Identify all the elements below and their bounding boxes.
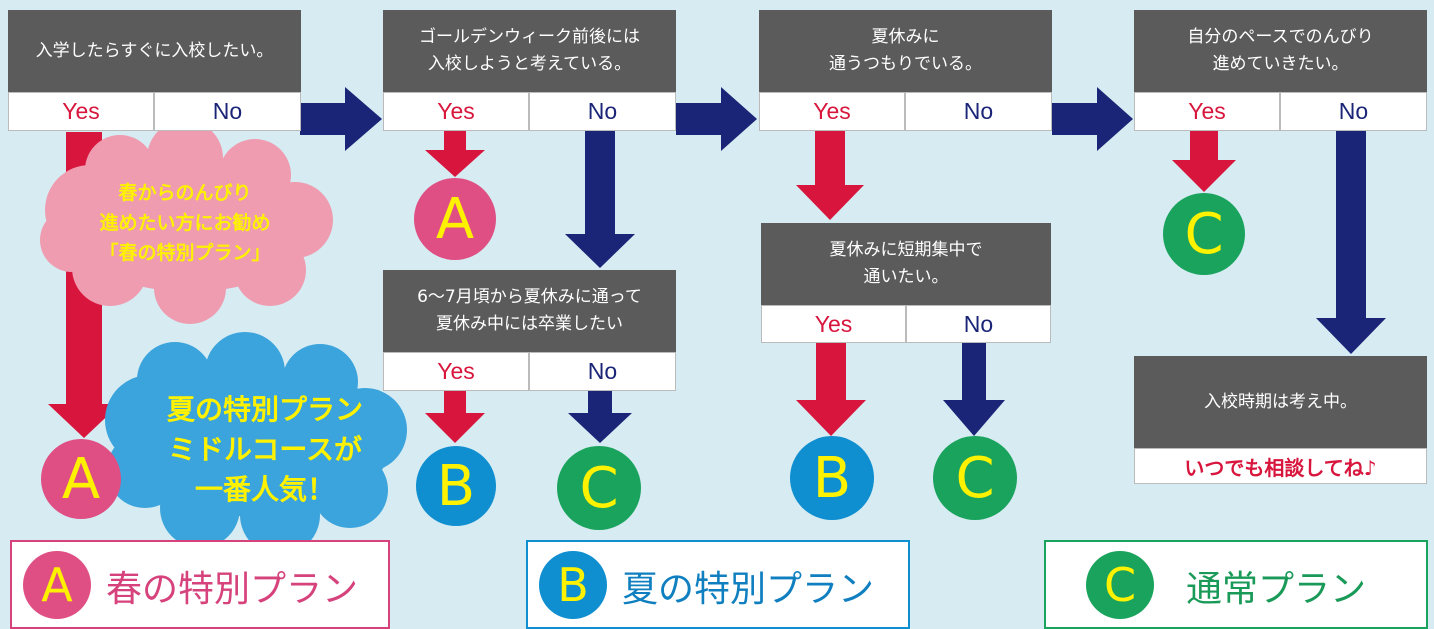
legend-b-circle: B	[539, 551, 607, 619]
arrow-right-2	[676, 87, 757, 151]
question-text: 入校時期は考え中。	[1204, 391, 1357, 412]
spring-cloud-line2: 進めたい方にお勧め	[99, 212, 271, 234]
question-own-pace: 自分のペースでのんびり 進めていきたい。	[1134, 10, 1427, 92]
consult-anytime-note: いつでも相談してね♪	[1134, 448, 1427, 484]
legend-b-label: 夏の特別プラン	[622, 569, 875, 610]
result-plan-c-q6[interactable]: C	[933, 436, 1017, 520]
legend-a-label: 春の特別プラン	[106, 569, 359, 610]
arrow-q3-yes	[796, 130, 864, 220]
question-undecided: 入校時期は考え中。	[1134, 356, 1427, 448]
legend-plan-b: B 夏の特別プラン	[526, 540, 910, 629]
arrow-q2-no	[565, 130, 635, 268]
q2-no-option[interactable]: No	[529, 92, 676, 131]
arrow-q6-no	[943, 342, 1005, 436]
question-text-line2: 通うつもりでいる。	[829, 54, 982, 74]
result-plan-c-q4[interactable]: C	[1163, 193, 1245, 275]
result-plan-a-q1[interactable]: A	[41, 439, 121, 519]
arrow-right-1	[300, 87, 382, 151]
summer-cloud-line2: ミドルコースが	[167, 433, 363, 466]
q6-yes-option[interactable]: Yes	[761, 305, 906, 343]
legend-c-circle: C	[1086, 551, 1154, 619]
question-text-line2: 夏休み中には卒業したい	[436, 314, 623, 334]
summer-popular-text: 夏の特別プラン ミドルコースが 一番人気！	[140, 390, 390, 510]
arrow-right-3	[1052, 87, 1133, 151]
legend-a-circle: A	[23, 551, 91, 619]
summer-cloud-line1: 夏の特別プラン	[166, 393, 363, 426]
summer-cloud	[105, 332, 407, 555]
question-text: 入学したらすぐに入校したい。	[35, 40, 274, 61]
q1-no-option[interactable]: No	[154, 92, 301, 131]
q6-no-option[interactable]: No	[906, 305, 1051, 343]
arrow-q2-yes	[425, 130, 485, 177]
arrow-q5-yes	[425, 390, 485, 443]
arrow-q4-yes	[1172, 130, 1236, 192]
question-text-line1: 6〜7月頃から夏休みに通って	[417, 287, 642, 307]
arrow-q5-no	[568, 390, 632, 443]
question-text-line2: 進めていきたい。	[1212, 54, 1349, 74]
q4-no-option[interactable]: No	[1280, 92, 1427, 131]
arrow-q4-no	[1316, 130, 1386, 354]
q5-yes-option[interactable]: Yes	[383, 352, 529, 391]
q3-no-option[interactable]: No	[905, 92, 1052, 131]
spring-cloud-line1: 春からのんびり	[118, 182, 252, 204]
arrow-q6-yes	[796, 342, 866, 436]
question-golden-week: ゴールデンウィーク前後には 入校しようと考えている。	[383, 10, 676, 92]
q5-no-option[interactable]: No	[529, 352, 676, 391]
q2-yes-option[interactable]: Yes	[383, 92, 529, 131]
q4-yes-option[interactable]: Yes	[1134, 92, 1280, 131]
q1-yes-option[interactable]: Yes	[8, 92, 154, 131]
q3-yes-option[interactable]: Yes	[759, 92, 905, 131]
spring-cloud-line3: 「春の特別プラン」	[99, 242, 271, 264]
question-text-line1: ゴールデンウィーク前後には	[419, 27, 640, 47]
question-enroll-immediately: 入学したらすぐに入校したい。	[8, 10, 301, 92]
result-plan-c-q5[interactable]: C	[557, 446, 641, 530]
question-summer-break: 夏休みに 通うつもりでいる。	[759, 10, 1052, 92]
spring-recommend-text: 春からのんびり 進めたい方にお勧め 「春の特別プラン」	[60, 178, 310, 268]
question-short-intensive: 夏休みに短期集中で 通いたい。	[761, 223, 1051, 305]
legend-plan-a: A 春の特別プラン	[10, 540, 390, 629]
question-text-line1: 夏休みに短期集中で	[829, 240, 983, 260]
legend-c-label: 通常プラン	[1186, 569, 1367, 610]
result-plan-a-q2[interactable]: A	[414, 178, 496, 260]
question-text-line1: 夏休みに	[871, 27, 940, 47]
legend-plan-c: C 通常プラン	[1044, 540, 1428, 629]
question-text-line1: 自分のペースでのんびり	[1187, 27, 1374, 47]
question-text-line2: 通いたい。	[863, 267, 949, 287]
result-plan-b-q6[interactable]: B	[790, 436, 874, 520]
result-plan-b-q5[interactable]: B	[416, 446, 496, 526]
question-june-july: 6〜7月頃から夏休みに通って 夏休み中には卒業したい	[383, 270, 676, 352]
spring-cloud	[40, 120, 333, 324]
question-text-line2: 入校しようと考えている。	[427, 54, 632, 74]
summer-cloud-line3: 一番人気！	[194, 473, 335, 506]
